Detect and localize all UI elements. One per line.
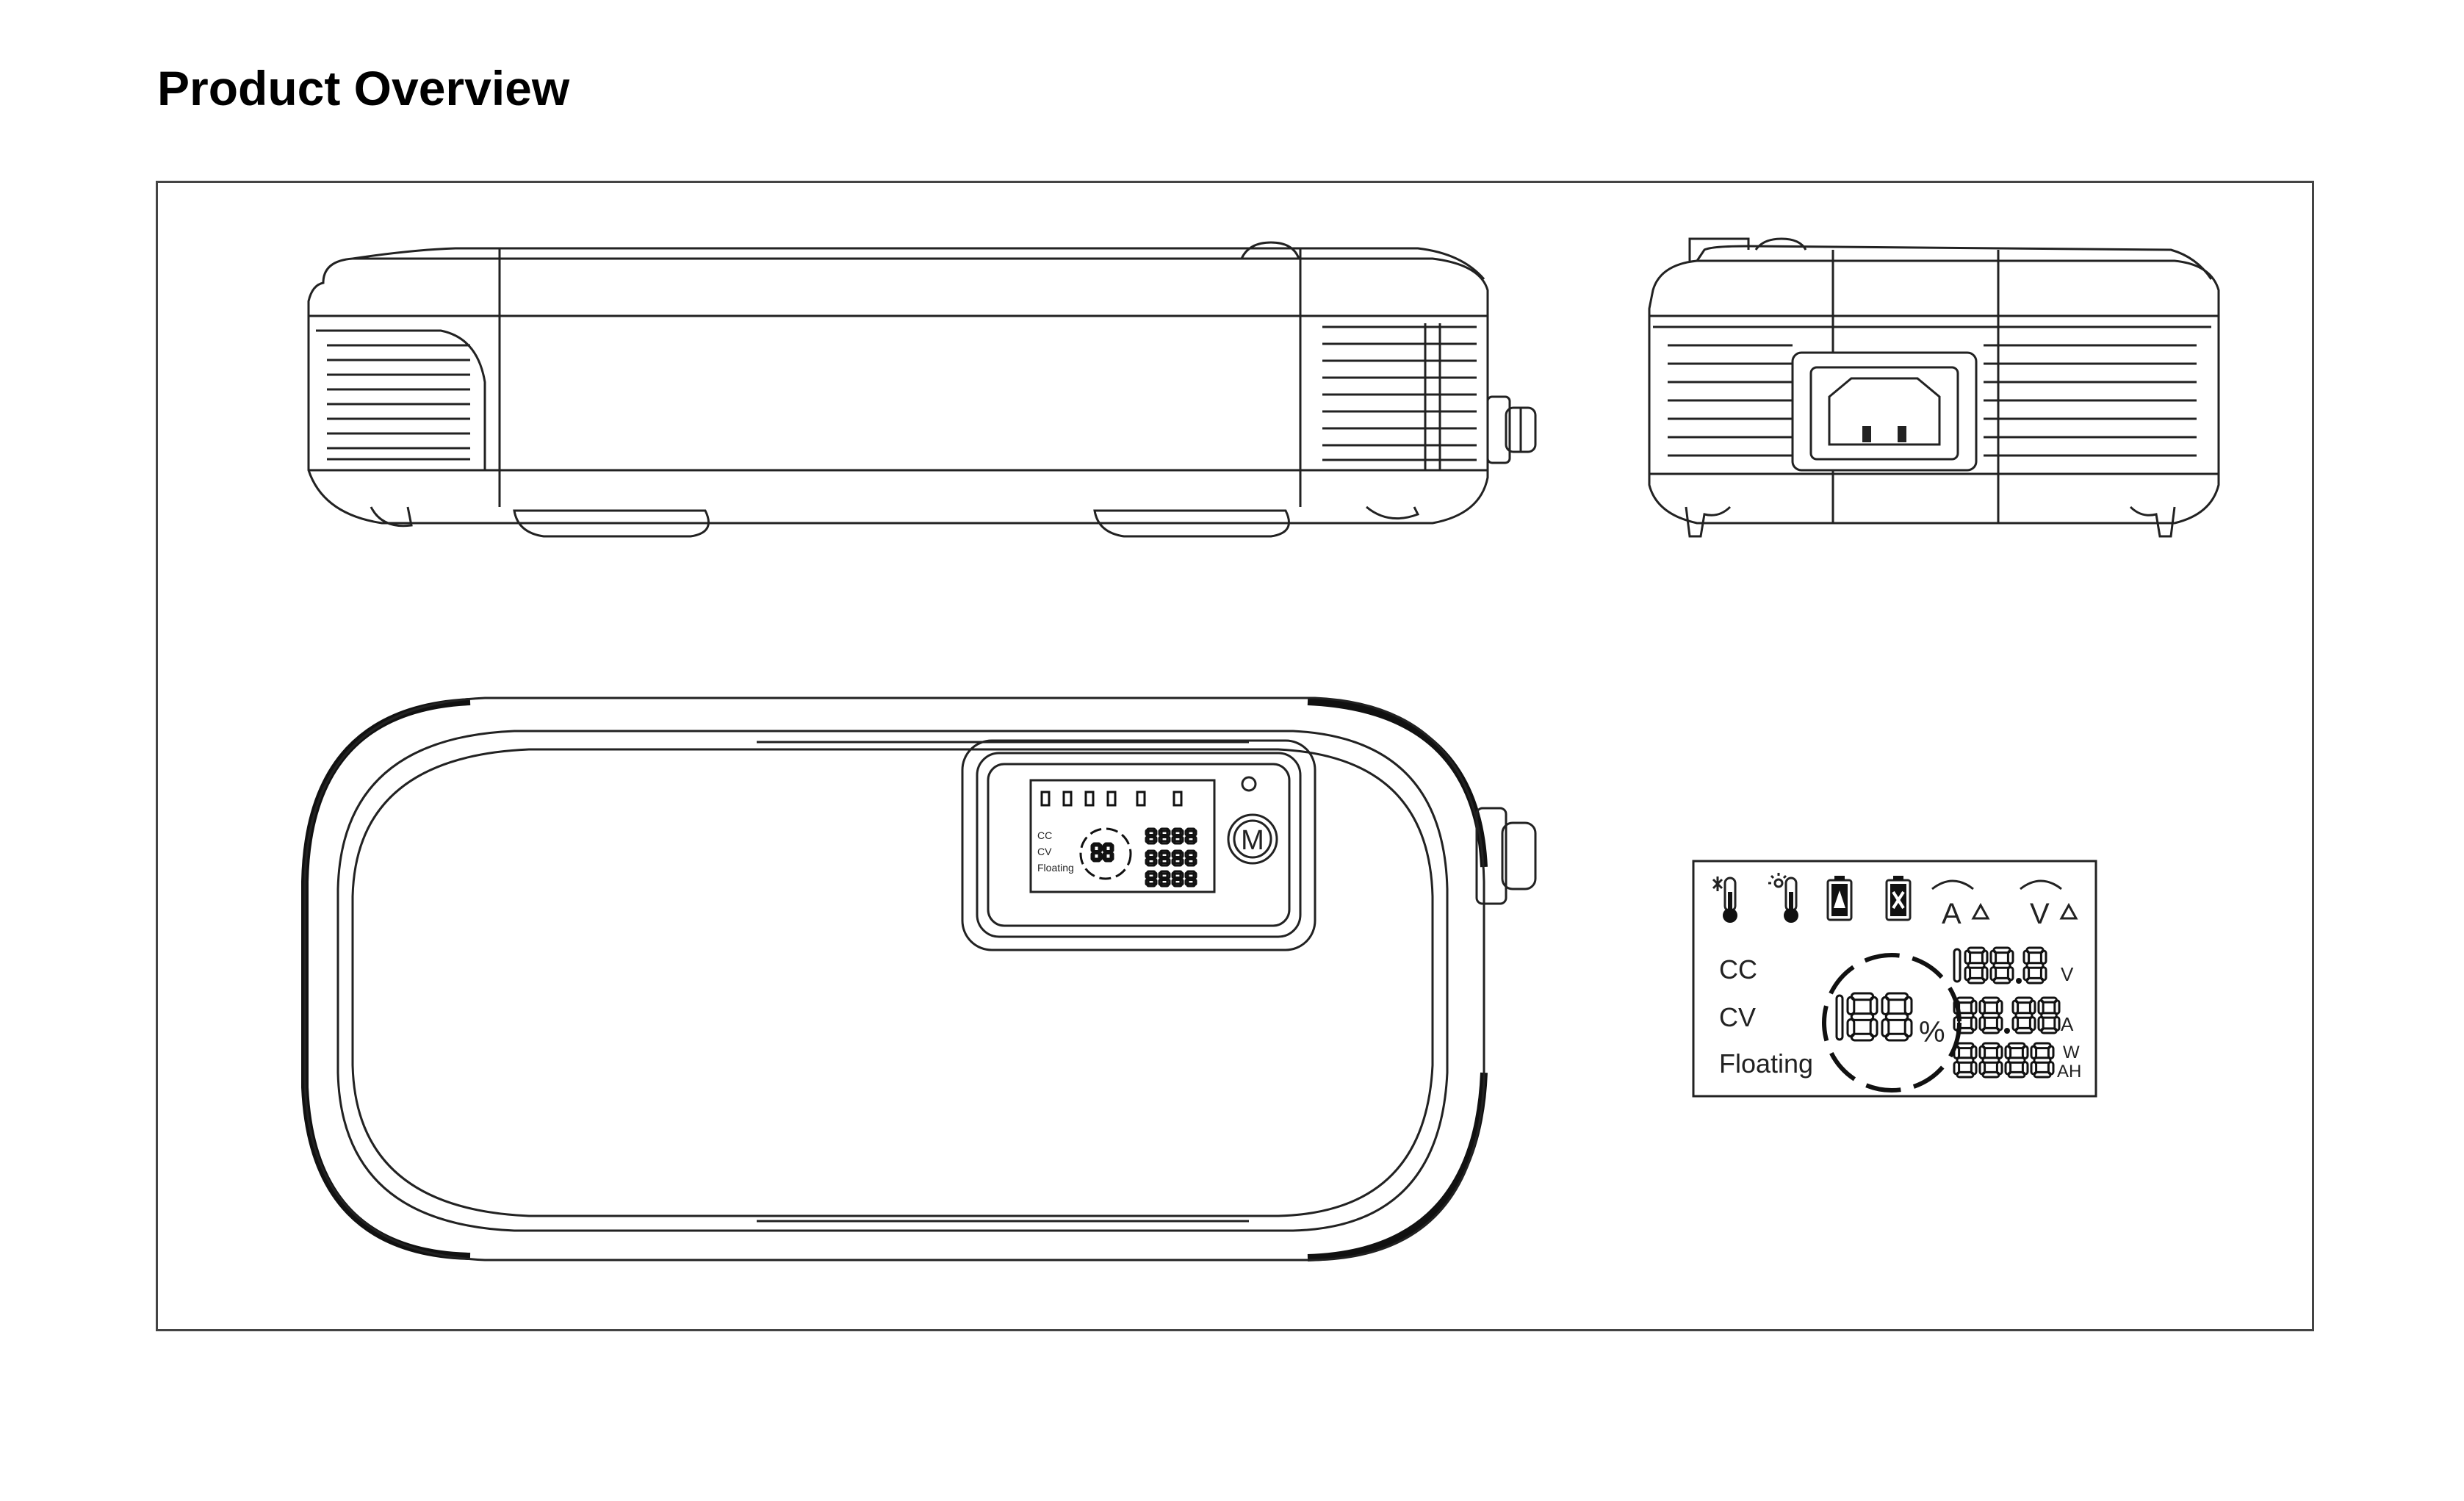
indicator-led <box>1241 776 1257 792</box>
mini-mode-label: CC <box>1037 829 1052 841</box>
unit-voltage: V <box>2061 963 2074 985</box>
mini-lcd: CC CV Floating <box>1029 779 1216 893</box>
hot-temperature-icon <box>1768 873 1798 923</box>
end-vent-slots-left <box>1668 344 1793 457</box>
voltage-icon-letter: V <box>2030 898 2050 930</box>
voltage-warning-icon: V <box>2020 879 2078 930</box>
mode-label-cc: CC <box>1719 954 1757 985</box>
mini-readout-digit <box>1171 827 1184 845</box>
percent-symbol: % <box>1919 1016 1945 1048</box>
ac-inlet <box>1791 351 1978 472</box>
diagram-frame <box>156 181 2314 1331</box>
mini-icon-4 <box>1106 791 1117 807</box>
cold-temperature-icon <box>1712 877 1737 923</box>
mini-readout-digit <box>1184 870 1197 888</box>
current-decimal-point <box>2004 1028 2010 1034</box>
side-view-long <box>307 241 1537 538</box>
current-warning-icon: A <box>1931 879 1990 930</box>
mode-button-label: M <box>1241 825 1264 856</box>
left-vent-slots <box>327 344 470 461</box>
top-view: CC CV Floating M <box>301 696 1537 1261</box>
mini-icon-2 <box>1062 791 1073 807</box>
right-vent-slots <box>1322 323 1477 470</box>
power-digit-2 <box>1978 1042 2003 1079</box>
mini-percent-digit-1 <box>1090 842 1103 863</box>
battery-fault-icon <box>1885 876 1912 921</box>
mini-icon-3 <box>1084 791 1095 807</box>
voltage-digit-3 <box>2022 946 2047 985</box>
mini-readout-digit <box>1158 870 1171 888</box>
cable-gland <box>1486 395 1537 464</box>
power-digit-3 <box>2004 1042 2029 1079</box>
mini-readout-digit <box>1145 827 1158 845</box>
mini-icon-1 <box>1040 791 1051 807</box>
power-digit-4 <box>2030 1042 2055 1079</box>
mini-readout-digit <box>1171 849 1184 867</box>
current-digit-2 <box>1978 996 2003 1034</box>
mode-label-cv: CV <box>1719 1002 1756 1032</box>
mini-icon-6 <box>1172 791 1183 807</box>
percent-digit-tens <box>1846 992 1878 1042</box>
mini-readout-digit <box>1145 849 1158 867</box>
mode-label-floating: Floating <box>1719 1048 1813 1079</box>
mini-readout-digit <box>1145 870 1158 888</box>
lcd-detail-border <box>1692 860 2097 1098</box>
unit-power: W <box>2063 1043 2080 1062</box>
end-vent-slots-right <box>1984 344 2197 457</box>
end-view <box>1648 237 2220 538</box>
percent-digit-hundreds <box>1835 994 1844 1041</box>
voltage-decimal-point <box>2016 978 2022 984</box>
mini-readout-digit <box>1184 849 1197 867</box>
mode-button[interactable]: M <box>1227 813 1278 865</box>
unit-current: A <box>2061 1013 2074 1035</box>
mini-readout-digit <box>1184 827 1197 845</box>
current-digit-3 <box>2011 996 2036 1034</box>
mini-percent-ring <box>1079 827 1132 880</box>
mini-percent-digit-2 <box>1102 842 1114 863</box>
unit-capacity: AH <box>2057 1062 2081 1081</box>
voltage-digit-hundreds <box>1953 948 1962 983</box>
mini-readout-digit <box>1158 827 1171 845</box>
mini-readout-digit <box>1171 870 1184 888</box>
current-digit-1 <box>1953 996 1978 1034</box>
mini-mode-label: Floating <box>1037 862 1074 874</box>
power-digit-1 <box>1953 1042 1978 1079</box>
voltage-digit-1 <box>1964 946 1989 985</box>
voltage-digit-2 <box>1989 946 2014 985</box>
current-icon-letter: A <box>1942 898 1962 930</box>
current-digit-4 <box>2037 996 2061 1034</box>
percent-digit-ones <box>1881 992 1913 1042</box>
mini-icon-5 <box>1136 791 1146 807</box>
battery-warning-icon <box>1826 876 1853 921</box>
lcd-detail: A V CC CV Floating % V A W AH <box>1692 860 2097 1098</box>
mini-mode-label: CV <box>1037 846 1052 857</box>
page-title: Product Overview <box>157 61 570 115</box>
mini-readout-digit <box>1158 849 1171 867</box>
